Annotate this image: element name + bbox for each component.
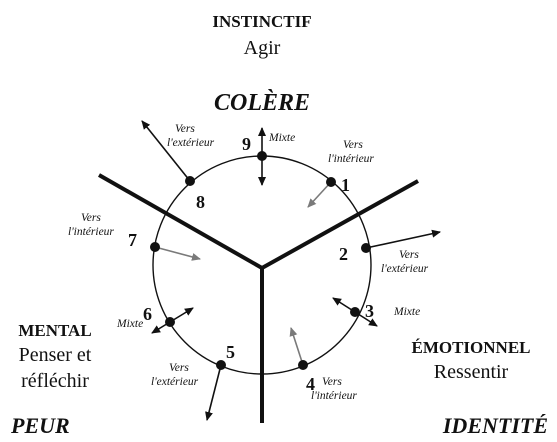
type-points bbox=[150, 151, 371, 370]
type-point-3 bbox=[350, 307, 360, 317]
direction-5-line1: Vers bbox=[169, 362, 189, 374]
center-dividers bbox=[98, 173, 419, 423]
divider-right bbox=[261, 179, 419, 270]
type-number-5: 5 bbox=[226, 342, 235, 362]
center-verb-instinctive: Agir bbox=[244, 37, 281, 59]
arrow-4-inward bbox=[289, 327, 304, 366]
direction-2-line2: l'extérieur bbox=[381, 263, 429, 275]
direction-9: Mixte bbox=[268, 132, 295, 144]
direction-8-line2: l'extérieur bbox=[167, 137, 215, 149]
type-numbers: 9 1 2 3 4 5 6 7 8 bbox=[128, 134, 374, 394]
arrow-2-outward bbox=[365, 229, 441, 249]
type-number-2: 2 bbox=[339, 244, 348, 264]
center-title-instinctive: INSTINCTIF bbox=[212, 12, 311, 31]
direction-5-line2: l'extérieur bbox=[151, 376, 199, 388]
type-point-6 bbox=[165, 317, 175, 327]
direction-labels: Mixte Vers l'intérieur Vers l'extérieur … bbox=[68, 123, 429, 402]
direction-7-line1: Vers bbox=[81, 212, 101, 224]
arrow-5-outward bbox=[205, 364, 222, 421]
type-point-8 bbox=[185, 176, 195, 186]
direction-1-line2: l'intérieur bbox=[328, 153, 374, 165]
type-point-1 bbox=[326, 177, 336, 187]
direction-4-line1: Vers bbox=[322, 376, 342, 388]
type-point-5 bbox=[216, 360, 226, 370]
arrow-7-inward bbox=[154, 246, 201, 261]
type-point-9 bbox=[257, 151, 267, 161]
type-number-4: 4 bbox=[306, 374, 315, 394]
direction-4-line2: l'intérieur bbox=[311, 390, 357, 402]
emotion-emotional: IDENTITÉ bbox=[442, 413, 548, 438]
direction-6: Mixte bbox=[116, 318, 143, 330]
type-point-7 bbox=[150, 242, 160, 252]
center-title-emotional: ÉMOTIONNEL bbox=[411, 338, 530, 357]
type-number-3: 3 bbox=[365, 301, 374, 321]
arrow-8-outward bbox=[141, 120, 191, 182]
divider-left bbox=[98, 173, 263, 270]
center-verb-mental-line2: réfléchir bbox=[21, 370, 89, 392]
type-number-6: 6 bbox=[143, 304, 152, 324]
center-verb-mental-line1: Penser et bbox=[19, 344, 92, 366]
arrow-1-inward bbox=[307, 181, 332, 208]
direction-8-line1: Vers bbox=[175, 123, 195, 135]
direction-2-line1: Vers bbox=[399, 249, 419, 261]
direction-7-line2: l'intérieur bbox=[68, 226, 114, 238]
direction-3: Mixte bbox=[393, 306, 420, 318]
emotion-instinctive: COLÈRE bbox=[214, 90, 310, 116]
type-number-8: 8 bbox=[196, 192, 205, 212]
center-verb-emotional: Ressentir bbox=[434, 361, 509, 383]
center-title-mental: MENTAL bbox=[18, 321, 91, 340]
type-point-4 bbox=[298, 360, 308, 370]
emotion-mental: PEUR bbox=[10, 413, 70, 438]
direction-1-line1: Vers bbox=[343, 139, 363, 151]
type-number-1: 1 bbox=[341, 175, 350, 195]
type-number-9: 9 bbox=[242, 134, 251, 154]
type-number-7: 7 bbox=[128, 230, 137, 250]
type-point-2 bbox=[361, 243, 371, 253]
